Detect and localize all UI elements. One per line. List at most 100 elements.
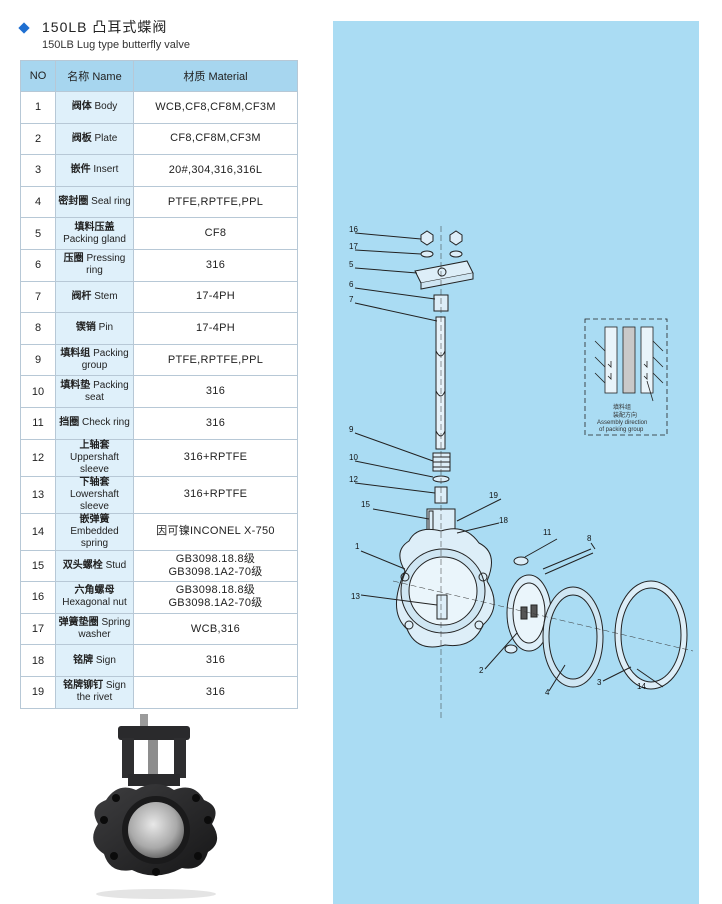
part-name-cn: 嵌弹簧 — [79, 513, 110, 525]
part-no: 13 — [20, 475, 56, 514]
part-name: 阀杆 Stem — [55, 280, 134, 314]
part-no: 8 — [20, 312, 56, 345]
callout-13: 13 — [351, 592, 360, 601]
part-name-cn: 下轴套 — [79, 476, 110, 488]
part-material: 316+RPTFE — [133, 475, 298, 514]
part-name: 弹簧垫圈 Spring washer — [55, 612, 134, 646]
part-material-line2: GB3098.1A2-70级 — [168, 597, 263, 610]
table-row: 6 压圈 Pressing ring 316 — [20, 248, 298, 282]
part-no: 5 — [20, 217, 56, 250]
part-material: 316 — [133, 644, 298, 677]
inset-label-en2: of packing group — [599, 427, 644, 433]
part-no: 19 — [20, 675, 56, 709]
part-name-en: Uppershaft sleeve — [70, 451, 119, 475]
part-material-line1: 20#,304,316,316L — [168, 163, 263, 176]
part-material: 316+RPTFE — [133, 438, 298, 477]
part-material: CF8 — [133, 217, 298, 250]
part-name-en: Plate — [94, 132, 118, 144]
part-material: 17-4PH — [133, 280, 298, 314]
part-name-en: Sign — [95, 654, 116, 666]
callout-12: 12 — [349, 475, 358, 484]
part-no: 7 — [20, 280, 56, 314]
part-name-cn: 填料压盖 — [74, 221, 115, 233]
part-no: 9 — [20, 343, 56, 377]
part-material-line1: CF8,CF8M,CF3M — [170, 132, 261, 145]
exploded-diagram: 填料组 装配方向 Assembly direction of packing g… — [349, 225, 694, 721]
part-name: 上轴套 Uppershaft sleeve — [55, 438, 134, 477]
callout-3: 3 — [597, 678, 602, 687]
callout-16: 16 — [349, 225, 358, 234]
part-material: PTFE,RPTFE,PPL — [133, 343, 298, 377]
part-name-en: Seal ring — [91, 196, 131, 208]
part-name-en: Pin — [98, 322, 114, 334]
part-name-cn: 上轴套 — [79, 439, 110, 451]
part-material-line2: GB3098.1A2-70级 — [168, 565, 263, 578]
part-material: 316 — [133, 375, 298, 408]
part-name-en: Body — [94, 101, 118, 113]
part-material-line1: 17-4PH — [195, 290, 236, 303]
part-name: 铭牌 Sign — [55, 644, 134, 677]
part-material: 316 — [133, 406, 298, 440]
header-material: 材质 Material — [133, 60, 298, 92]
callout-19: 19 — [489, 491, 498, 500]
part-name-en: Packing gland — [63, 233, 126, 245]
part-material-line1: PTFE,RPTFE,PPL — [167, 195, 264, 208]
part-name-cn: 铭牌 — [73, 654, 94, 666]
part-no: 4 — [20, 185, 56, 219]
part-name-en: Sign the rivet — [76, 680, 126, 704]
part-name-cn: 嵌件 — [70, 164, 91, 176]
part-name-en: Insert — [93, 164, 119, 176]
part-name-cn: 阀板 — [71, 132, 92, 144]
part-name-en: Pressing ring — [86, 253, 126, 277]
inset-label-en1: Assembly direction — [597, 420, 647, 426]
part-name: 填料垫 Packing seat — [55, 375, 134, 408]
part-name: 六角螺母 Hexagonal nut — [55, 581, 134, 614]
part-name-cn: 压圈 — [63, 253, 84, 265]
part-name: 下轴套 Lowershaft sleeve — [55, 475, 134, 514]
part-name-en: Stem — [94, 290, 118, 302]
callout-6: 6 — [349, 280, 354, 289]
part-name-en: Stud — [105, 559, 127, 571]
callout-17: 17 — [349, 242, 358, 251]
part-name: 填料压盖 Packing gland — [55, 217, 134, 250]
part-name: 挡圈 Check ring — [55, 406, 134, 440]
part-name: 嵌件 Insert — [55, 154, 134, 187]
part-no: 18 — [20, 644, 56, 677]
part-material: 因可镍INCONEL X-750 — [133, 512, 298, 551]
part-material-line1: 316+RPTFE — [183, 488, 248, 501]
part-name-en: Embedded spring — [70, 525, 119, 549]
callout-2: 2 — [479, 666, 484, 675]
part-name: 填料组 Packing group — [55, 343, 134, 377]
part-name-en: Packing group — [81, 348, 129, 372]
part-name-en: Hexagonal nut — [62, 597, 127, 609]
callout-10: 10 — [349, 453, 358, 462]
part-name: 阀板 Plate — [55, 122, 134, 156]
section-title: 150LB 凸耳式蝶阀 — [42, 19, 168, 35]
part-material-line1: PTFE,RPTFE,PPL — [167, 353, 264, 366]
part-no: 6 — [20, 248, 56, 282]
title-bullet-icon — [18, 22, 30, 34]
part-material-line1: 316 — [205, 258, 226, 271]
callout-11: 11 — [543, 528, 552, 537]
exploded-diagram-panel: 填料组 装配方向 Assembly direction of packing g… — [333, 21, 699, 904]
callout-15: 15 — [361, 500, 370, 509]
part-name-en: Check ring — [81, 417, 130, 429]
inset-label-cn2: 装配方向 — [613, 411, 637, 419]
part-name-cn: 六角螺母 — [74, 585, 115, 597]
part-name-en: Spring washer — [78, 617, 131, 641]
part-material-line1: 316 — [205, 654, 226, 667]
part-material-line1: 17-4PH — [195, 321, 236, 334]
